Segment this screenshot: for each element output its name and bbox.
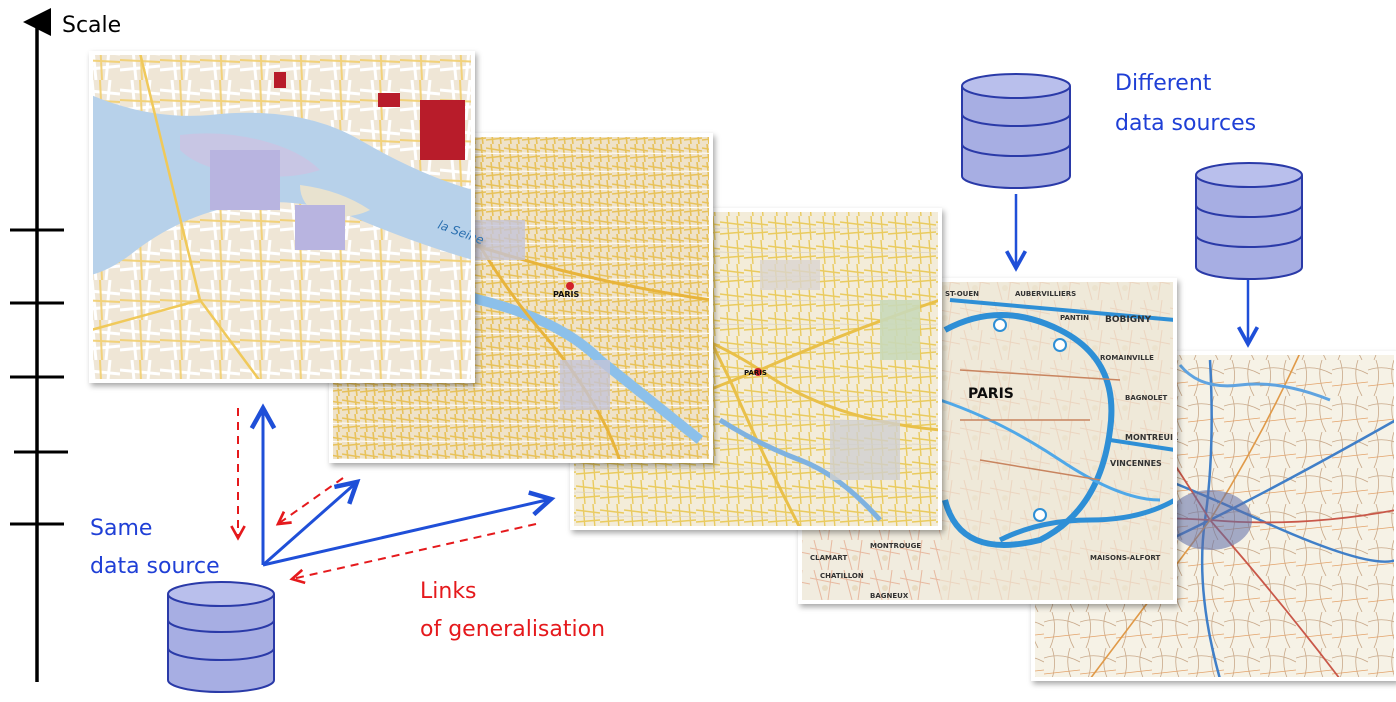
map-suburb-label: MONTROUGE (870, 542, 921, 550)
map-suburb-label: VINCENNES (1110, 459, 1162, 468)
links-label: Links (420, 579, 477, 604)
different-sources-label: data sources (1115, 111, 1256, 136)
map-suburb-label: ROMAINVILLE (1100, 354, 1154, 362)
map-suburb-label: BAGNEUX (870, 592, 909, 600)
map-suburb-label: PANTIN (1060, 314, 1089, 322)
derivation-arrow (262, 499, 551, 567)
database-icon (167, 581, 275, 693)
map-city-label: PARIS (968, 386, 1014, 402)
map-suburb-label: MAISONS-ALFORT (1090, 554, 1160, 562)
generalisation-links (238, 408, 537, 579)
database-icon (1195, 162, 1303, 280)
same-source-label: Same (90, 516, 152, 541)
map-paris-islands: la Seine (89, 51, 486, 383)
map-city-label: PARIS (744, 369, 767, 377)
database-icon (961, 73, 1071, 189)
map-suburb-label: BOBIGNY (1105, 315, 1152, 325)
map-suburb-label: BAGNOLET (1125, 394, 1168, 402)
map-suburb-label: AUBERVILLIERS (1015, 290, 1076, 298)
links-label: of generalisation (420, 617, 605, 642)
map-suburb-label: MONTREUIL (1125, 433, 1178, 442)
derivation-arrows (262, 408, 551, 567)
different-sources-label: Different (1115, 71, 1212, 96)
scale-axis: Scale (10, 8, 121, 682)
map-city-label: PARIS (553, 290, 579, 299)
map-suburb-label: CHATILLON (820, 572, 864, 580)
scale-label: Scale (62, 13, 121, 38)
map-suburb-label: ST-OUEN (945, 290, 979, 298)
same-source-label: data source (90, 554, 220, 579)
derivation-arrow (262, 482, 357, 567)
map-suburb-label: CLAMART (810, 554, 847, 562)
